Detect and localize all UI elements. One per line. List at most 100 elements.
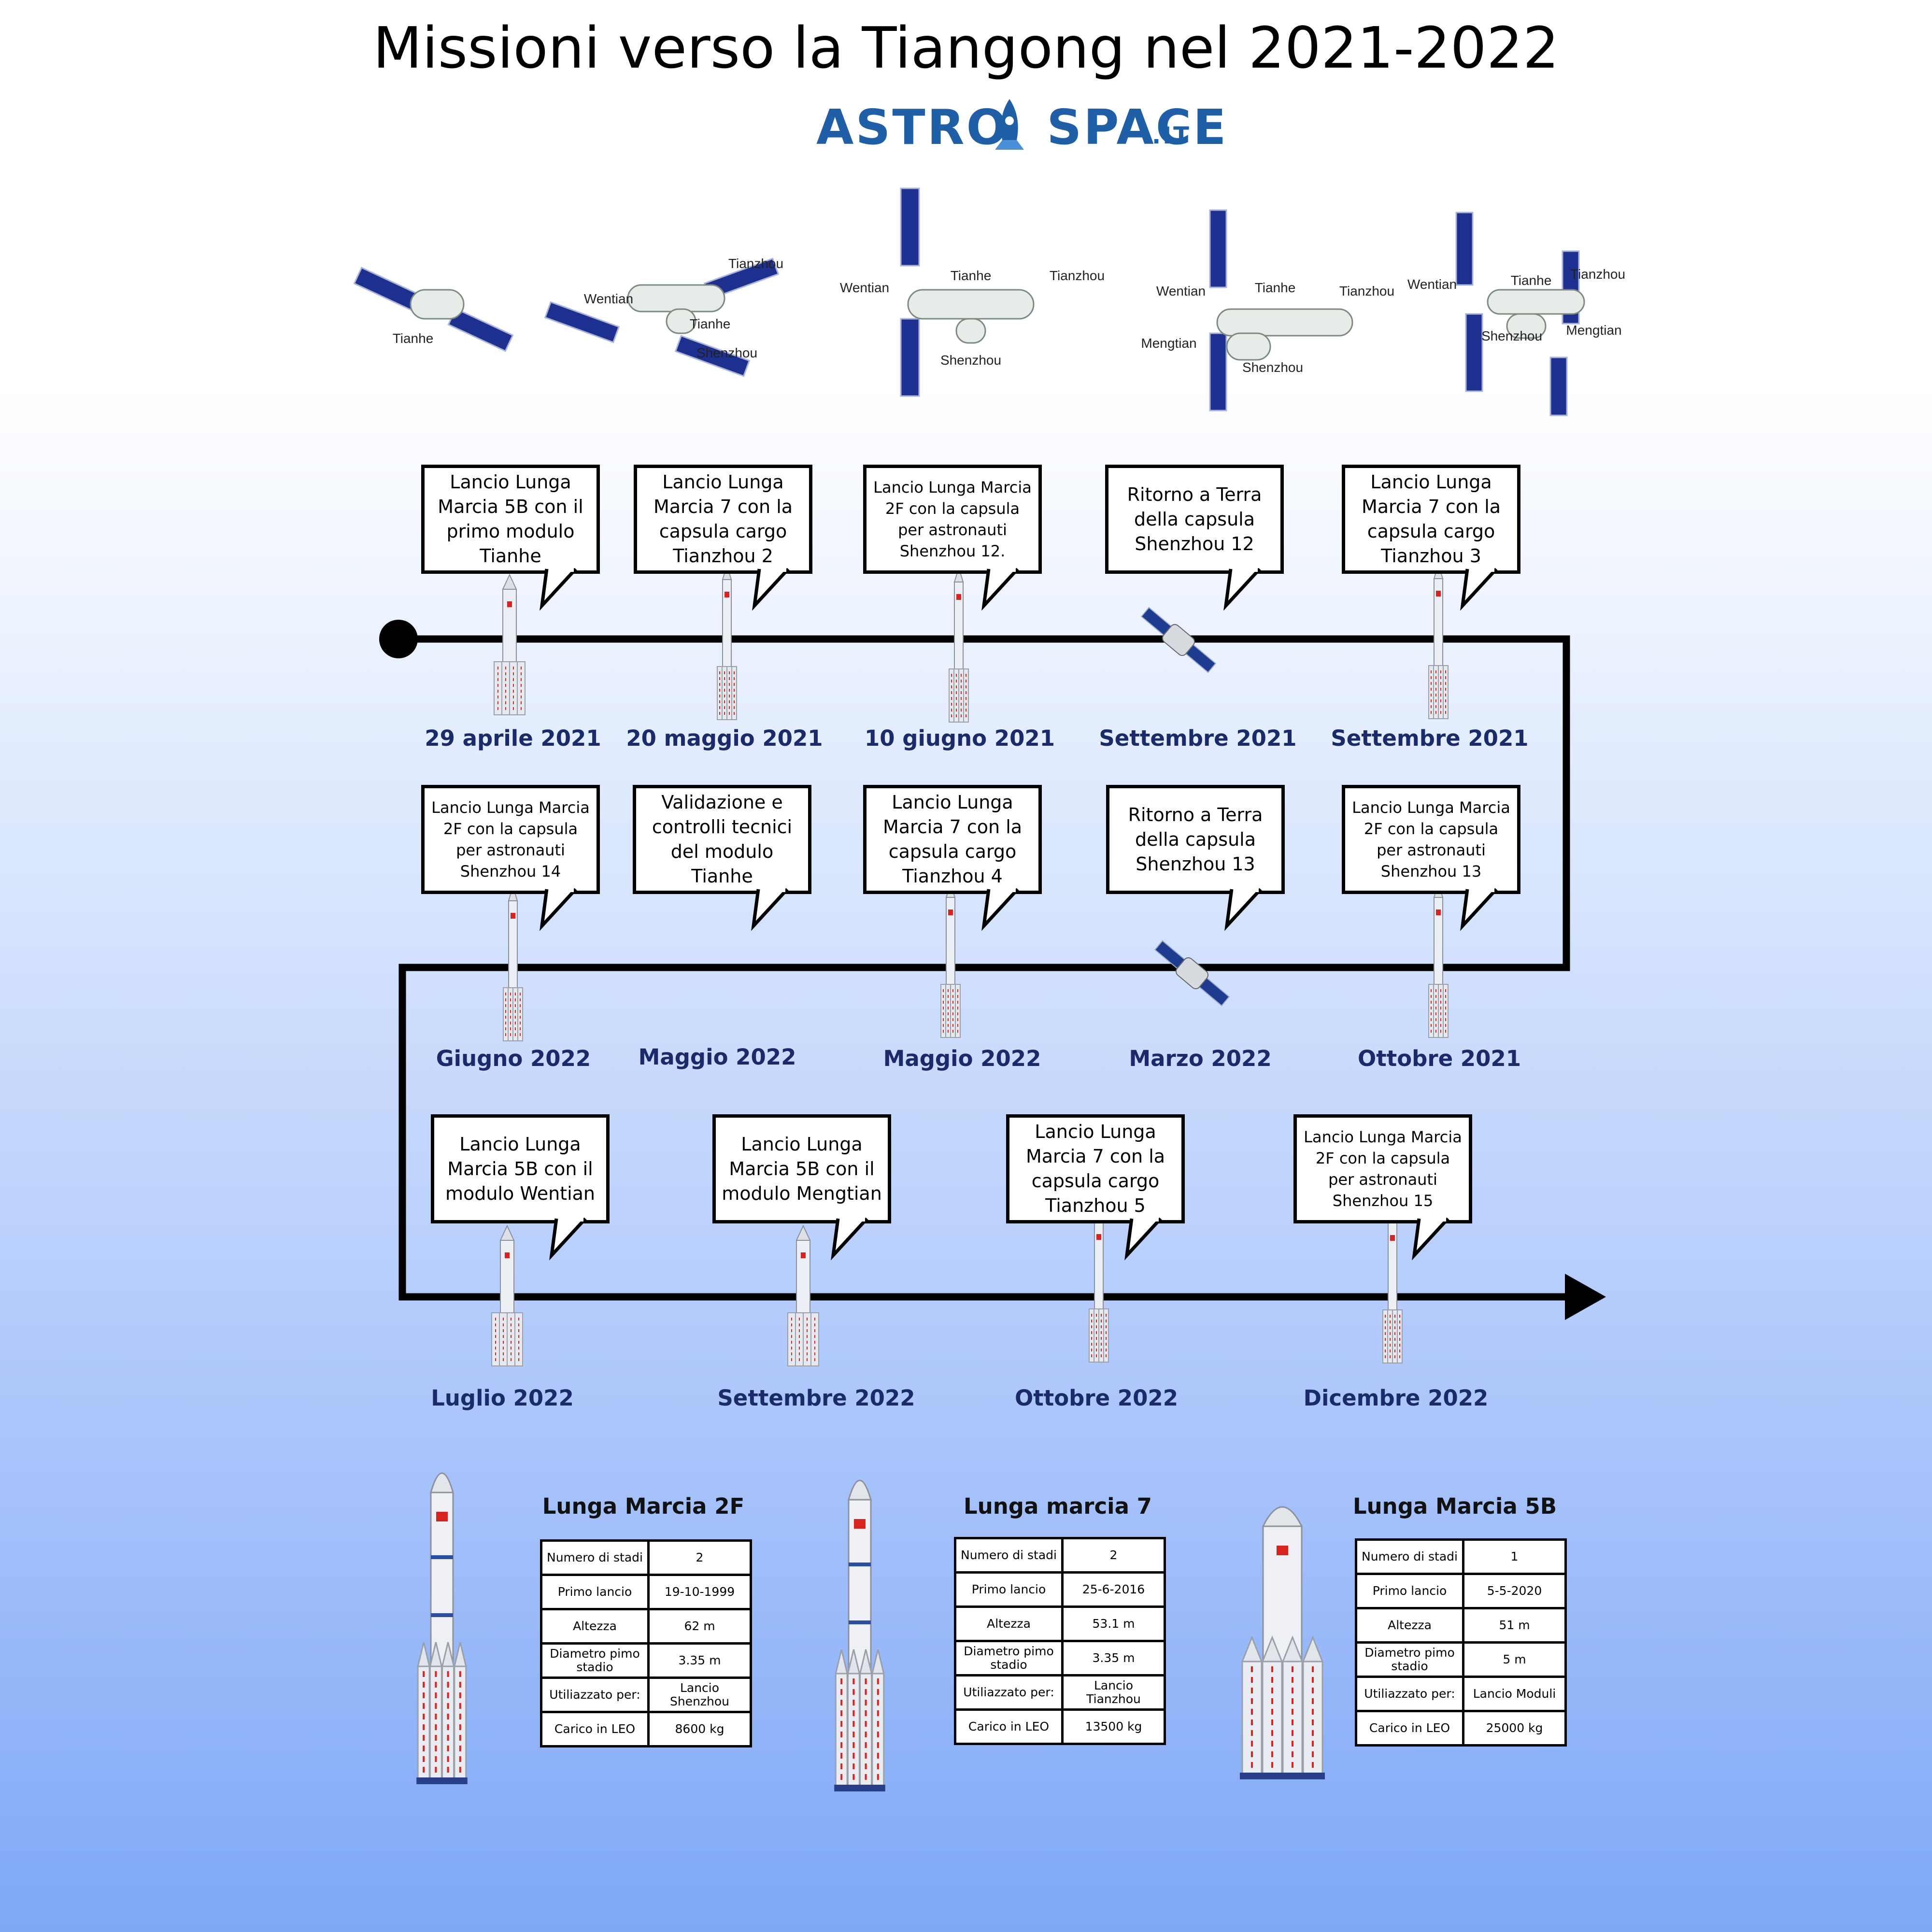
solar-panel bbox=[900, 187, 920, 267]
bubble-tail bbox=[981, 887, 1019, 931]
spec-label: Altezza bbox=[540, 1608, 650, 1645]
module-label: Mengtian bbox=[1566, 323, 1621, 338]
event-date: Marzo 2022 bbox=[1129, 1046, 1272, 1071]
spec-value: Lancio Tianzhou bbox=[1061, 1674, 1166, 1711]
solar-panel bbox=[1549, 356, 1568, 416]
spec-value: 62 m bbox=[647, 1608, 752, 1645]
event-date: Dicembre 2022 bbox=[1303, 1385, 1489, 1411]
spec-value: 25000 kg bbox=[1462, 1710, 1567, 1747]
spec-label: Diametro pimo stadio bbox=[1355, 1641, 1464, 1678]
event-bubble: Ritorno a Terra della capsula Shenzhou 1… bbox=[1105, 465, 1284, 574]
solar-panel bbox=[1465, 313, 1483, 392]
spec-label: Carico in LEO bbox=[954, 1708, 1064, 1745]
spec-value: 53.1 m bbox=[1061, 1605, 1166, 1642]
station-module bbox=[666, 308, 696, 334]
module-label: Tianzhou bbox=[1570, 267, 1625, 282]
bubble-tail bbox=[1412, 1217, 1449, 1261]
event-bubble: Validazione e controlli tecnici del modu… bbox=[633, 785, 811, 894]
event-date: Giugno 2022 bbox=[436, 1046, 591, 1071]
event-bubble: Lancio Lunga Marcia 5B con il modulo Men… bbox=[712, 1114, 891, 1223]
module-label: Shenzhou bbox=[1481, 328, 1542, 343]
spec-label: Primo lancio bbox=[1355, 1573, 1464, 1609]
module-label: Tianzhou bbox=[1050, 268, 1105, 283]
event-bubble: Lancio Lunga Marcia 2F con la capsula pe… bbox=[1293, 1114, 1472, 1223]
spec-value: 5 m bbox=[1462, 1641, 1567, 1678]
event-date: Maggio 2022 bbox=[638, 1044, 796, 1070]
rocket-5b-icon bbox=[494, 573, 526, 715]
spec-label: Primo lancio bbox=[954, 1571, 1064, 1608]
spec-row: Utiliazzato per:Lancio Shenzhou bbox=[540, 1676, 752, 1713]
spec-label: Carico in LEO bbox=[540, 1711, 650, 1747]
spec-label: Primo lancio bbox=[540, 1574, 650, 1610]
rocket-5b-icon bbox=[491, 1224, 523, 1366]
capsule-icon bbox=[1154, 940, 1230, 1007]
timeline-path bbox=[398, 635, 1570, 1301]
rocket-7-big-icon bbox=[834, 1479, 885, 1791]
page-title: Missioni verso la Tiangong nel 2021-2022 bbox=[373, 14, 1559, 81]
spec-label: Diametro pimo stadio bbox=[540, 1642, 650, 1679]
rocket-2f-icon bbox=[949, 566, 969, 723]
bubble-tail bbox=[1460, 567, 1498, 611]
spec-value: 2 bbox=[1061, 1537, 1166, 1574]
station-module bbox=[1226, 332, 1271, 361]
spec-row: Utiliazzato per:Lancio Moduli bbox=[1355, 1676, 1567, 1712]
spec-value: 13500 kg bbox=[1061, 1708, 1166, 1745]
module-label: Tianzhou bbox=[1339, 284, 1394, 298]
bubble-tail bbox=[751, 887, 789, 931]
spec-value: 8600 kg bbox=[647, 1711, 752, 1747]
event-bubble: Lancio Lunga Marcia 7 con la capsula car… bbox=[863, 785, 1042, 894]
event-date: 29 aprile 2021 bbox=[425, 725, 601, 751]
module-label: Tianhe bbox=[1511, 273, 1552, 288]
module-label: Wentian bbox=[1407, 277, 1457, 292]
rocket-7-icon bbox=[717, 563, 737, 720]
spec-label: Numero di stadi bbox=[540, 1539, 650, 1576]
spec-value: 3.35 m bbox=[1061, 1640, 1166, 1676]
event-bubble: Lancio Lunga Marcia 2F con la capsula pe… bbox=[863, 465, 1042, 574]
module-label: Wentian bbox=[1156, 284, 1206, 298]
event-bubble: Lancio Lunga Marcia 2F con la capsula pe… bbox=[1342, 785, 1520, 894]
station-module bbox=[410, 289, 465, 320]
spec-row: Utiliazzato per:Lancio Tianzhou bbox=[954, 1674, 1166, 1711]
spec-value: 2 bbox=[647, 1539, 752, 1576]
module-label: Shenzhou bbox=[696, 345, 757, 360]
rocket-5b-icon bbox=[787, 1224, 819, 1366]
event-date: Settembre 2021 bbox=[1099, 725, 1297, 751]
spec-value: 3.35 m bbox=[647, 1642, 752, 1679]
bubble-tail bbox=[831, 1217, 868, 1261]
bubble-tail bbox=[752, 567, 790, 611]
station-configurations: TianheTianzhouWentianTianheShenzhouWenti… bbox=[353, 187, 1625, 416]
module-label: Tianzhou bbox=[728, 256, 783, 271]
module-label: Mengtian bbox=[1141, 336, 1196, 351]
event-bubble: Lancio Lunga Marcia 2F con la capsula pe… bbox=[421, 785, 600, 894]
spec-label: Numero di stadi bbox=[1355, 1538, 1464, 1575]
capsule-icon bbox=[1140, 607, 1217, 673]
rocket-name: Lunga Marcia 5B bbox=[1352, 1493, 1557, 1519]
rocket-7-icon bbox=[1428, 562, 1449, 719]
module-label: Tianhe bbox=[690, 316, 731, 331]
module-label: Shenzhou bbox=[940, 353, 1001, 368]
event-date: Ottobre 2021 bbox=[1357, 1046, 1521, 1071]
station-module bbox=[1506, 313, 1547, 339]
event-date: Maggio 2022 bbox=[883, 1046, 1041, 1071]
bubble-tail bbox=[540, 887, 577, 931]
event-date: Settembre 2022 bbox=[717, 1385, 915, 1411]
module-label: Wentian bbox=[840, 280, 889, 295]
event-bubble: Lancio Lunga Marcia 5B con il primo modu… bbox=[421, 465, 600, 574]
bubble-tail bbox=[1224, 887, 1262, 931]
astrospace-logo: ASTRO SPACE .IT bbox=[816, 99, 1226, 162]
solar-panel bbox=[900, 318, 920, 397]
event-date: 10 giugno 2021 bbox=[864, 725, 1055, 751]
spec-label: Numero di stadi bbox=[954, 1537, 1064, 1574]
